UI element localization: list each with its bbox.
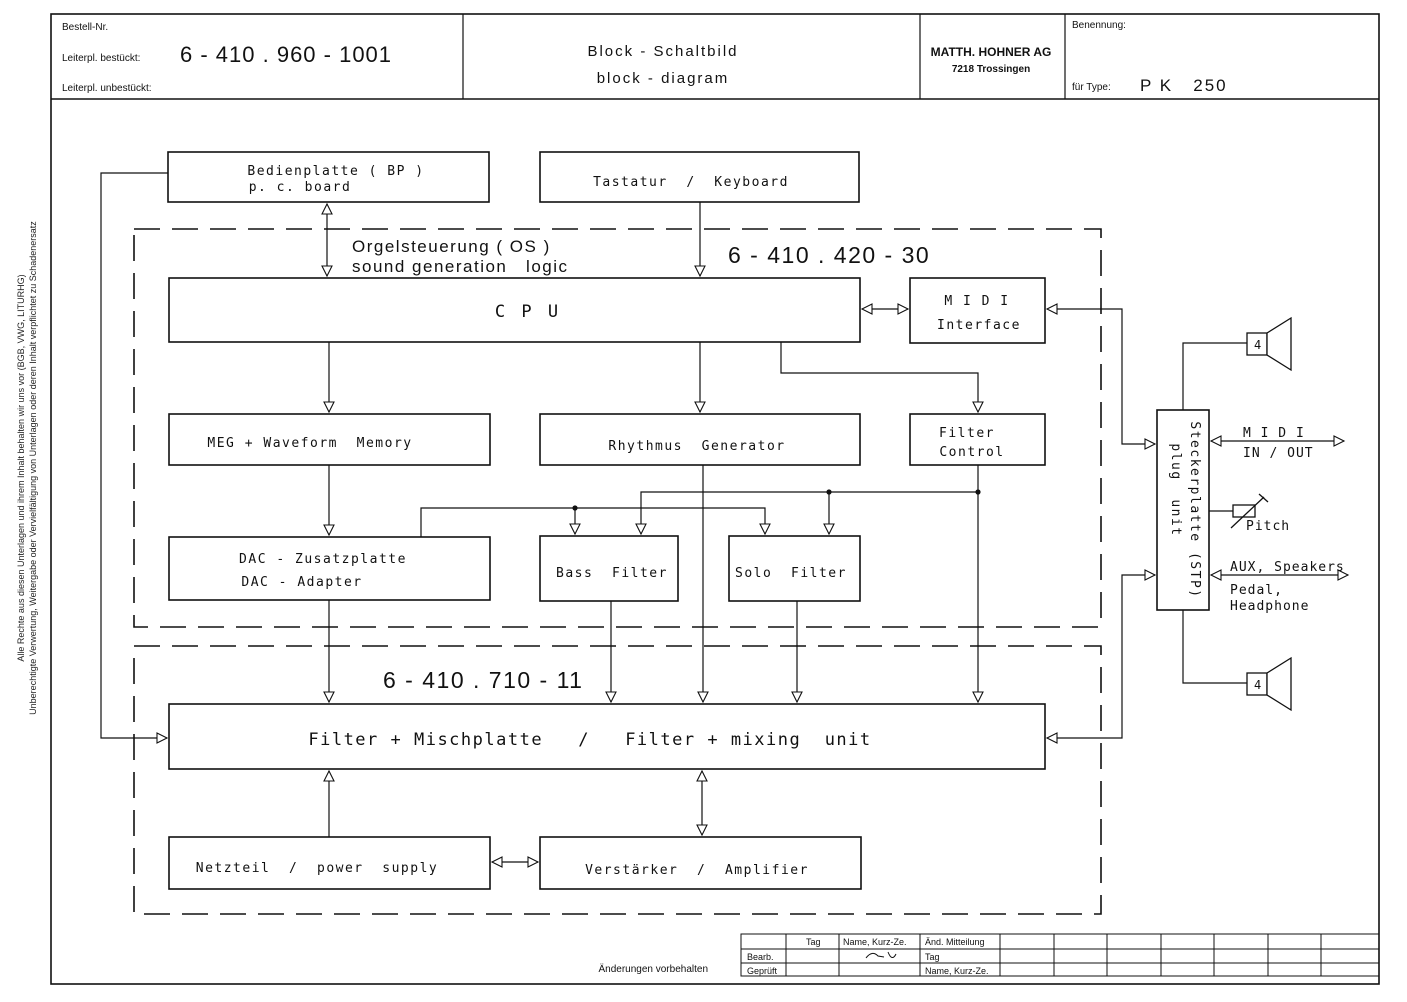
- connections: [100, 172, 1350, 868]
- bass-filter-label: Bass Filter: [556, 566, 668, 581]
- rev-col-change: Änd. Mitteilung: [925, 937, 985, 947]
- title-de: Block - Schaltbild: [587, 43, 738, 60]
- block-bass-filter: [539, 535, 679, 602]
- conn-plug-speaker-bottom: [1182, 610, 1247, 684]
- block-cpu: [168, 277, 861, 343]
- conn-midi-plug-unit: [1045, 303, 1157, 450]
- block-filter-control: [909, 413, 1046, 466]
- block-control-panel: [167, 151, 490, 203]
- cpu-label: C P U: [495, 302, 561, 322]
- mixing-group-boundary: [133, 645, 1102, 915]
- amplifier-label: Verstärker / Amplifier: [585, 863, 809, 878]
- block-keyboard: [539, 151, 860, 203]
- dac-label-2: DAC - Adapter: [241, 575, 362, 590]
- aux-label-1: AUX, Speakers: [1230, 560, 1345, 575]
- pcb-assembled-value: 6 - 410 . 960 - 1001: [180, 42, 392, 67]
- midi-interface-label-1: M I D I: [944, 294, 1009, 309]
- junction-fc-solo: [826, 489, 832, 495]
- mixing-part-number: 6 - 410 . 710 - 11: [383, 667, 583, 693]
- revision-table: [740, 933, 1380, 977]
- dac-label-1: DAC - Zusatzplatte: [239, 552, 407, 567]
- conn-dac-filter-bus: [420, 507, 771, 537]
- pitch-label: Pitch: [1246, 519, 1290, 534]
- aux-label-2: Pedal,: [1230, 583, 1283, 598]
- rev-sub-tag: Tag: [925, 952, 940, 962]
- os-part-number: 6 - 410 . 420 - 30: [728, 242, 930, 268]
- conn-plug-speaker-top: [1182, 342, 1247, 410]
- os-group-title-de: Orgelsteuerung ( OS ): [352, 237, 551, 256]
- rev-sub-name: Name, Kurz-Ze.: [925, 966, 989, 976]
- block-mixing-unit: [168, 703, 1046, 770]
- conn-bp-mixing: [100, 172, 169, 744]
- junction-fc-down: [975, 489, 981, 495]
- mixing-unit-label: Filter + Mischplatte / Filter + mixing u…: [308, 730, 871, 750]
- control-panel-label-2: p. c. board: [249, 180, 352, 195]
- rev-row-bearb: Bearb.: [747, 952, 774, 962]
- pitch-potentiometer-icon: [1230, 493, 1269, 529]
- type-value: P K 250: [1140, 76, 1228, 95]
- designation-label: Benennung:: [1072, 20, 1126, 31]
- pcb-assembled-label: Leiterpl. bestückt:: [62, 53, 140, 64]
- block-power-supply: [168, 836, 491, 890]
- block-solo-filter: [728, 535, 861, 602]
- rev-row-gepr: Geprüft: [747, 966, 778, 976]
- block-midi-interface: [909, 277, 1046, 344]
- control-panel-label-1: Bedienplatte ( BP ): [247, 164, 424, 179]
- rev-col-tag: Tag: [806, 937, 821, 947]
- junction-dac-bass: [572, 505, 578, 511]
- plug-unit-label-2: plug unit: [1168, 443, 1183, 536]
- company-address: 7218 Trossingen: [952, 64, 1030, 75]
- block-amplifier: [539, 836, 862, 890]
- conn-cpu-filter-control: [780, 342, 984, 414]
- midi-io-label-2: IN / OUT: [1243, 446, 1314, 461]
- power-supply-label: Netzteil / power supply: [196, 861, 439, 876]
- filter-control-label-1: Filter: [939, 426, 995, 441]
- speaker-top-impedance: 4: [1254, 338, 1261, 352]
- company-name: MATTH. HOHNER AG: [931, 45, 1052, 59]
- order-no-label: Bestell-Nr.: [62, 22, 108, 33]
- conn-mixing-plug-unit: [1045, 569, 1157, 744]
- block-plug-unit: [1156, 409, 1210, 611]
- block-dac: [168, 536, 491, 601]
- title-block: [50, 13, 1380, 985]
- midi-io-label-1: M I D I: [1243, 426, 1305, 441]
- midi-interface-label-2: Interface: [937, 318, 1021, 333]
- speaker-top-icon: [1246, 316, 1292, 372]
- plug-unit-label-1: Steckerplatte (STP): [1187, 421, 1202, 598]
- speaker-bottom-impedance: 4: [1254, 678, 1261, 692]
- rev-col-name: Name, Kurz-Ze.: [843, 937, 907, 947]
- keyboard-label: Tastatur / Keyboard: [593, 175, 789, 190]
- sheet-frame: [50, 13, 1380, 985]
- rhythm-generator-label: Rhythmus Generator: [608, 439, 785, 454]
- title-en: block - diagram: [597, 70, 730, 87]
- os-group-title-en: sound generation logic: [352, 257, 569, 276]
- block-rhythm-generator: [539, 413, 861, 466]
- footer-note: Änderungen vorbehalten: [598, 963, 708, 975]
- pcb-unassembled-label: Leiterpl. unbestückt:: [62, 83, 152, 94]
- conn-filter-control-bus: [635, 491, 978, 536]
- solo-filter-label: Solo Filter: [735, 566, 847, 581]
- block-meg-memory: [168, 413, 491, 466]
- meg-memory-label: MEG + Waveform Memory: [207, 436, 412, 451]
- speaker-bottom-icon: [1246, 656, 1292, 712]
- filter-control-label-2: Control: [939, 445, 1004, 460]
- signature-mark: [865, 951, 897, 959]
- type-label: für Type:: [1072, 82, 1111, 93]
- aux-label-3: Headphone: [1230, 599, 1309, 614]
